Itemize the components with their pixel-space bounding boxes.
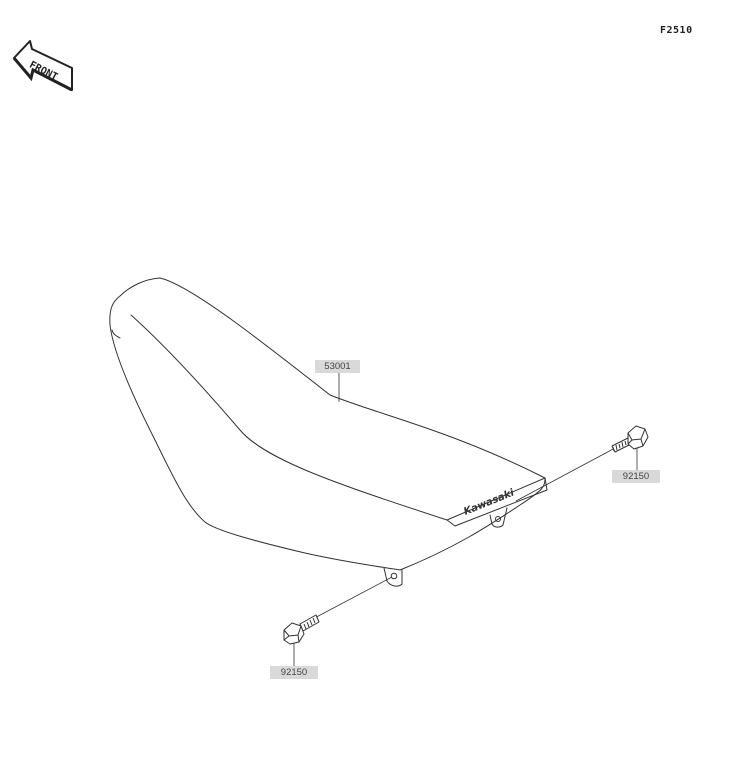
figure-code: F2510 bbox=[660, 25, 693, 36]
front-arrow-icon: FRONT bbox=[12, 40, 73, 92]
bolt-right-icon[interactable] bbox=[611, 425, 649, 453]
part-number-bolt-left[interactable]: 92150 bbox=[270, 666, 318, 679]
leader-lines bbox=[293, 372, 638, 666]
bolt-left-icon[interactable] bbox=[283, 614, 320, 645]
part-number-bolt-right[interactable]: 92150 bbox=[612, 470, 660, 483]
part-number-seat[interactable]: 53001 bbox=[315, 360, 360, 373]
seat-drawing[interactable] bbox=[109, 277, 548, 587]
